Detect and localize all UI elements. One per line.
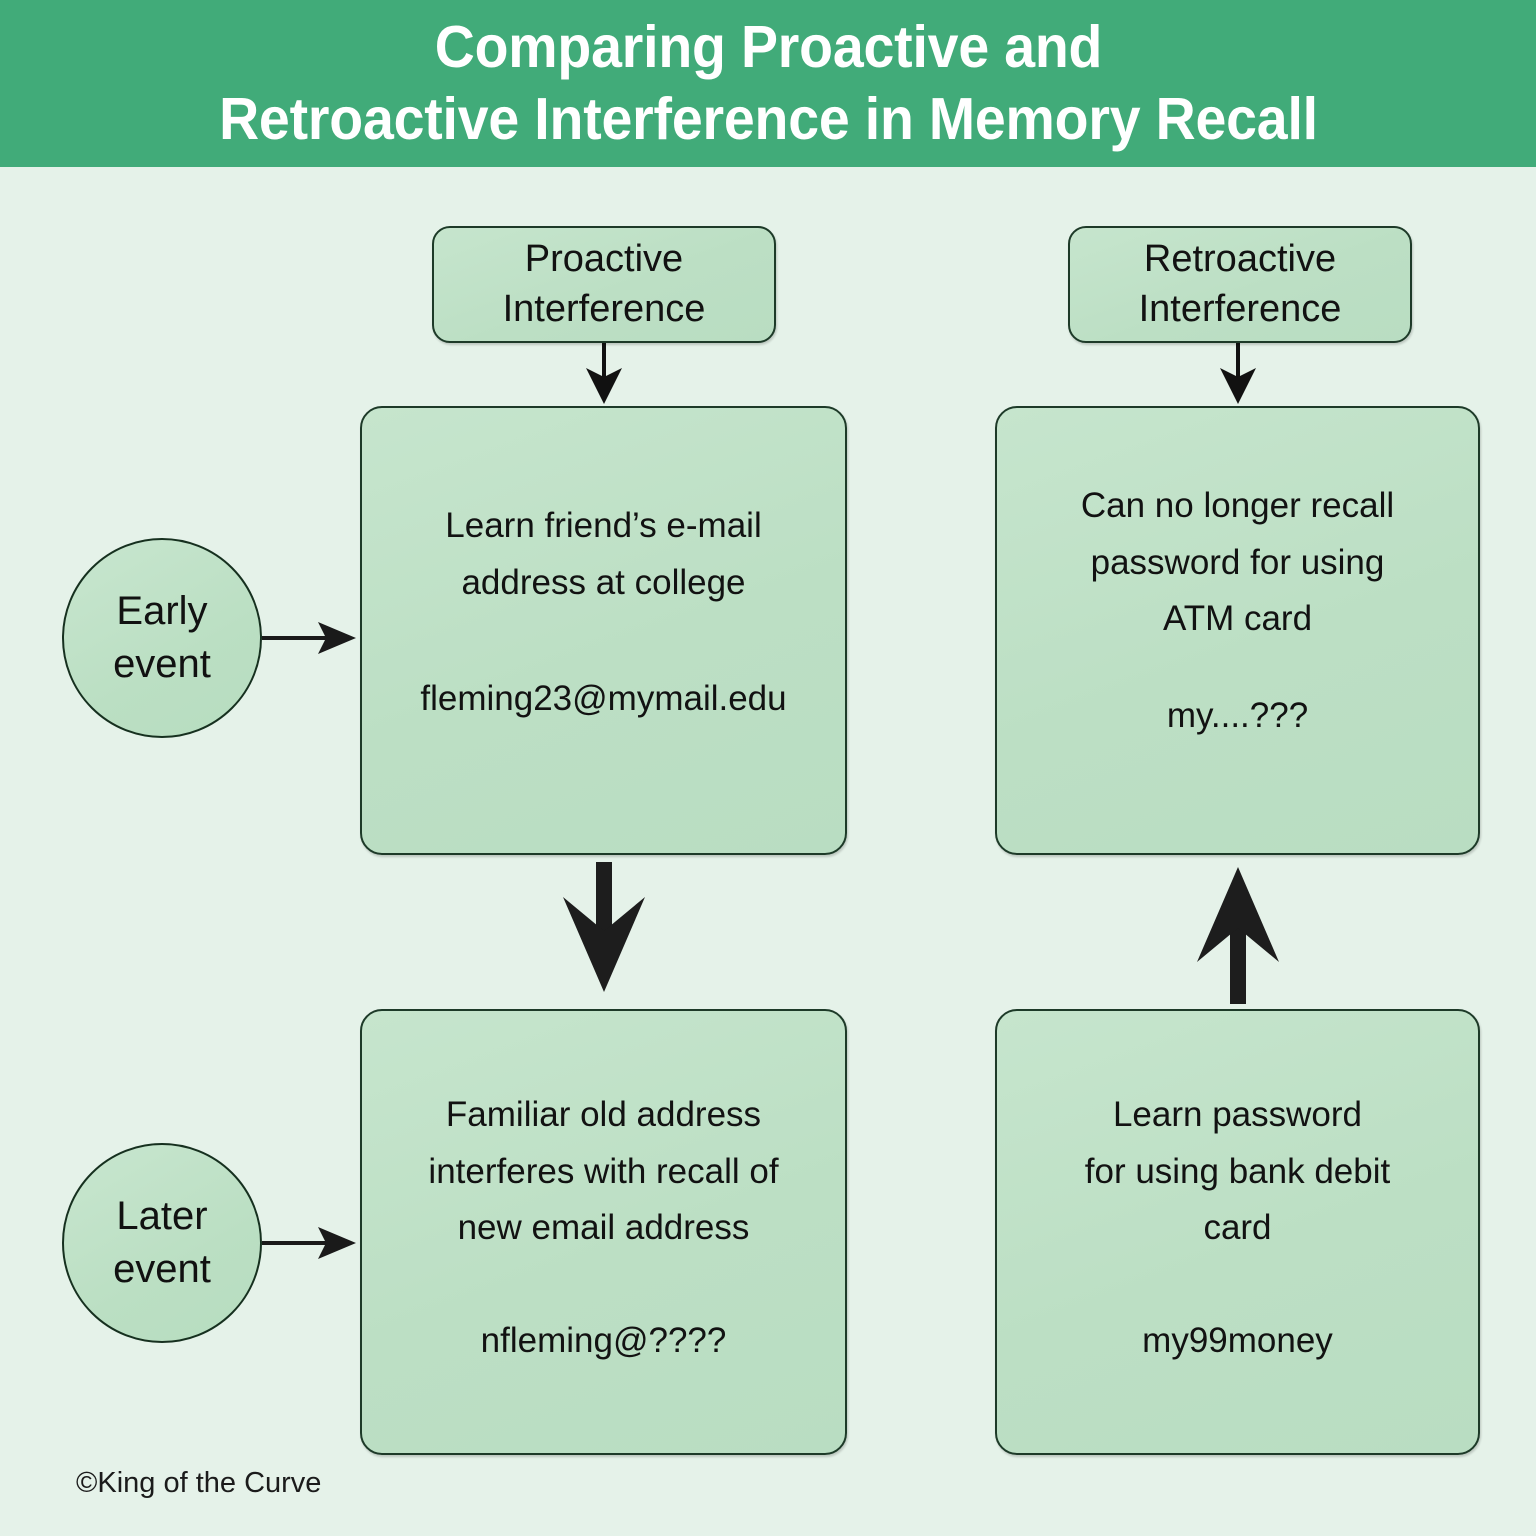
later-event-circle[interactable]: Later event — [62, 1143, 262, 1343]
page-title: Comparing Proactive and Retroactive Inte… — [219, 12, 1318, 156]
page-title-line-1: Comparing Proactive and — [434, 13, 1102, 80]
early-event-circle[interactable]: Early event — [62, 538, 262, 738]
arrow-proactive-label-to-card — [586, 343, 622, 404]
card-proactive-later-text: Familiar old address interferes with rec… — [428, 1095, 779, 1248]
card-retroactive-later-example: my99money — [1142, 1321, 1333, 1361]
card-proactive-later-example: nfleming@???? — [480, 1321, 727, 1361]
card-retroactive-early[interactable]: Can no longer recall password for using … — [995, 406, 1480, 855]
later-event-label: Later event — [113, 1194, 211, 1291]
title-banner: Comparing Proactive and Retroactive Inte… — [0, 0, 1536, 167]
label-box-proactive[interactable]: Proactive Interference — [432, 226, 776, 343]
card-proactive-early[interactable]: Learn friend’s e-mail address at college… — [360, 406, 847, 855]
label-box-retroactive[interactable]: Retroactive Interference — [1068, 226, 1412, 343]
arrow-proactive-down — [563, 862, 645, 992]
label-retroactive-text: Retroactive Interference — [1138, 238, 1342, 330]
arrow-later-event-to-card — [262, 1227, 356, 1259]
card-retroactive-early-example: my....??? — [1166, 696, 1309, 736]
card-proactive-later[interactable]: Familiar old address interferes with rec… — [360, 1009, 847, 1455]
arrow-retroactive-label-to-card — [1220, 343, 1256, 404]
card-retroactive-later[interactable]: Learn password for using bank debit card… — [995, 1009, 1480, 1455]
card-retroactive-early-text: Can no longer recall password for using … — [1080, 486, 1395, 639]
arrow-retroactive-up — [1197, 867, 1279, 1004]
card-retroactive-later-text: Learn password for using bank debit card — [1084, 1095, 1391, 1248]
card-proactive-early-example: fleming23@mymail.edu — [420, 679, 787, 719]
arrow-early-event-to-card — [262, 622, 356, 654]
card-proactive-early-text: Learn friend’s e-mail address at college — [445, 506, 762, 602]
page-title-line-2: Retroactive Interference in Memory Recal… — [218, 85, 1318, 152]
early-event-label: Early event — [113, 589, 211, 686]
label-proactive-text: Proactive Interference — [502, 238, 706, 330]
copyright-credit: ©King of the Curve — [76, 1467, 322, 1499]
